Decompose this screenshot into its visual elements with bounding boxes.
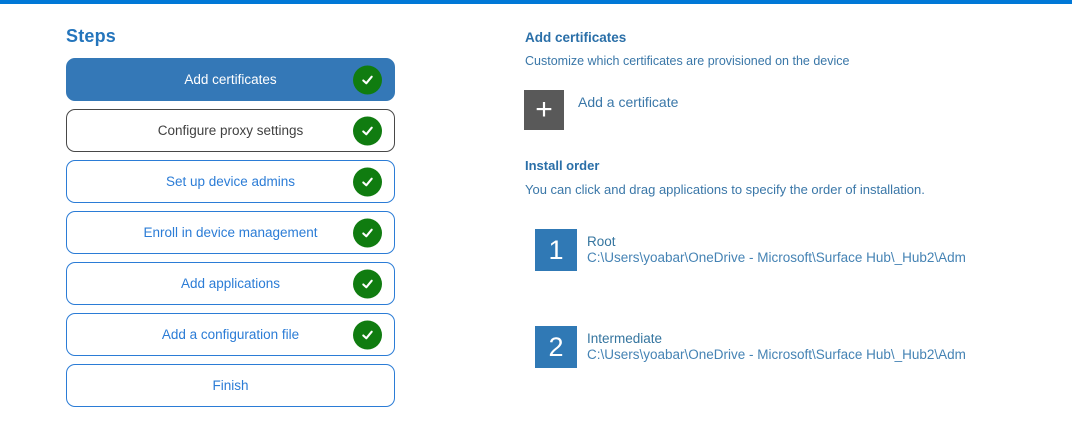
order-number-tile: 1 <box>535 229 577 271</box>
install-order-description: You can click and drag applications to s… <box>525 182 925 197</box>
install-order-item-root[interactable]: 1 Root C:\Users\yoabar\OneDrive - Micros… <box>535 229 966 271</box>
checkmark-icon <box>353 65 382 94</box>
sidebar-step-add-applications[interactable]: Add applications <box>66 262 395 305</box>
main-content: Add certificates Customize which certifi… <box>524 0 1072 443</box>
add-certificate-label: Add a certificate <box>578 94 679 110</box>
step-label: Add certificates <box>184 72 277 87</box>
sidebar-step-set-up-device-admins[interactable]: Set up device admins <box>66 160 395 203</box>
sidebar-step-add-certificates[interactable]: Add certificates <box>66 58 395 101</box>
checkmark-icon <box>353 116 382 145</box>
steps-sidebar: Steps Add certificates Configure proxy s… <box>66 26 395 407</box>
step-label: Add applications <box>180 276 281 291</box>
top-accent-bar <box>0 0 1072 4</box>
page-description: Customize which certificates are provisi… <box>525 54 850 68</box>
sidebar-step-configure-proxy-settings[interactable]: Configure proxy settings <box>66 109 395 152</box>
certificate-path: C:\Users\yoabar\OneDrive - Microsoft\Sur… <box>587 250 966 265</box>
certificate-path: C:\Users\yoabar\OneDrive - Microsoft\Sur… <box>587 347 966 362</box>
checkmark-icon <box>353 167 382 196</box>
checkmark-icon <box>353 269 382 298</box>
certificate-name: Intermediate <box>587 331 663 346</box>
order-number-tile: 2 <box>535 326 577 368</box>
sidebar-step-enroll-in-device-management[interactable]: Enroll in device management <box>66 211 395 254</box>
certificate-name: Root <box>587 234 616 249</box>
plus-icon[interactable]: + <box>524 90 564 130</box>
checkmark-icon <box>353 320 382 349</box>
install-item-text: Intermediate C:\Users\yoabar\OneDrive - … <box>587 331 966 363</box>
steps-panel-title: Steps <box>66 26 117 46</box>
sidebar-step-finish[interactable]: Finish <box>66 364 395 407</box>
add-certificate-button[interactable]: + Add a certificate <box>524 90 678 130</box>
install-order-item-intermediate[interactable]: 2 Intermediate C:\Users\yoabar\OneDrive … <box>535 326 966 368</box>
step-label: Set up device admins <box>165 174 296 189</box>
sidebar-step-add-a-configuration-file[interactable]: Add a configuration file <box>66 313 395 356</box>
step-label: Add a configuration file <box>161 327 300 342</box>
step-label: Enroll in device management <box>143 225 318 240</box>
page-title: Add certificates <box>525 30 627 45</box>
install-item-text: Root C:\Users\yoabar\OneDrive - Microsof… <box>587 234 966 266</box>
install-order-title: Install order <box>525 158 600 173</box>
steps-list: Add certificates Configure proxy setting… <box>66 58 395 407</box>
step-label: Finish <box>212 378 249 393</box>
step-label: Configure proxy settings <box>157 123 304 138</box>
checkmark-icon <box>353 218 382 247</box>
